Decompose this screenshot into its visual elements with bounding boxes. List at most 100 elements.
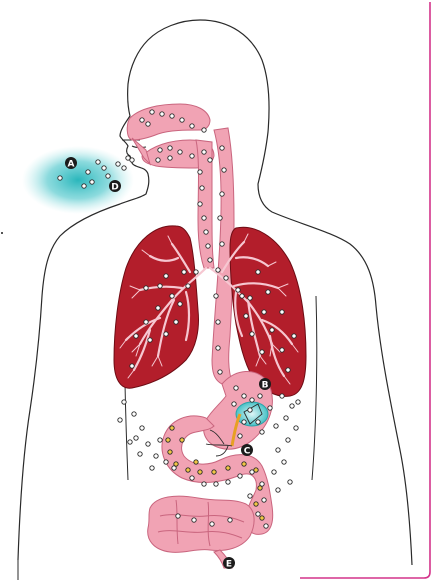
- particle: [226, 480, 230, 484]
- particle: [178, 150, 182, 154]
- particle: [156, 158, 160, 162]
- body-outline: [18, 20, 412, 580]
- particle: [168, 146, 172, 150]
- particle: [130, 364, 134, 368]
- particle: [270, 328, 274, 332]
- particle: [198, 170, 202, 174]
- particle: [106, 174, 110, 178]
- particle: [170, 114, 174, 118]
- particle: [216, 320, 220, 324]
- particle: [186, 284, 190, 288]
- particle: [218, 370, 222, 374]
- particle: [254, 468, 258, 472]
- particle: [186, 468, 190, 472]
- particle: [210, 522, 214, 526]
- particle: [294, 426, 298, 430]
- particle: [198, 202, 202, 206]
- particle: [208, 258, 212, 262]
- particle: [192, 518, 196, 522]
- particle: [264, 524, 268, 528]
- particle: [222, 168, 226, 172]
- particle: [236, 288, 240, 292]
- particle: [244, 314, 248, 318]
- particle: [216, 268, 220, 272]
- particle: [254, 502, 258, 506]
- particle: [256, 270, 260, 274]
- particle: [262, 310, 266, 314]
- particle: [260, 430, 264, 434]
- marker-c: C: [241, 444, 253, 456]
- particle: [220, 242, 224, 246]
- right-lung: [230, 227, 306, 396]
- particle: [190, 476, 194, 480]
- particle: [134, 334, 138, 338]
- particle: [164, 460, 168, 464]
- particle: [220, 192, 224, 196]
- particle: [164, 332, 168, 336]
- particle: [284, 416, 288, 420]
- particle: [138, 452, 142, 456]
- particle: [242, 420, 246, 424]
- particle: [256, 420, 260, 424]
- particle: [176, 514, 180, 518]
- svg-text:E: E: [226, 559, 232, 569]
- particle: [248, 494, 252, 498]
- particle: [242, 462, 246, 466]
- particle: [102, 166, 106, 170]
- particle: [148, 338, 152, 342]
- particle: [190, 154, 194, 158]
- particle: [178, 302, 182, 306]
- particle: [228, 518, 232, 522]
- particle: [160, 112, 164, 116]
- svg-text:A: A: [68, 159, 75, 169]
- particle: [280, 394, 284, 398]
- particle: [206, 244, 210, 248]
- particle: [150, 110, 154, 114]
- particle: [194, 460, 198, 464]
- particle: [134, 436, 138, 440]
- particle: [158, 148, 162, 152]
- particle: [156, 306, 160, 310]
- particle: [132, 412, 136, 416]
- particle: [212, 470, 216, 474]
- particle: [204, 230, 208, 234]
- particle: [272, 470, 276, 474]
- particle: [234, 386, 238, 390]
- particle: [258, 486, 262, 490]
- particle: [154, 454, 158, 458]
- particle: [128, 440, 132, 444]
- particle: [296, 400, 300, 404]
- particle: [274, 424, 278, 428]
- particle: [180, 118, 184, 122]
- stray-mark: [1, 232, 3, 234]
- particle: [122, 166, 126, 170]
- particle: [262, 498, 266, 502]
- svg-text:C: C: [244, 446, 251, 456]
- particle: [220, 146, 224, 150]
- particle: [180, 438, 184, 442]
- particle: [250, 398, 254, 402]
- particle: [202, 128, 206, 132]
- particle: [168, 450, 172, 454]
- particle: [218, 216, 222, 220]
- particle: [268, 406, 272, 410]
- particle: [168, 156, 172, 160]
- particle: [224, 276, 228, 280]
- particle: [248, 408, 252, 412]
- particle: [214, 482, 218, 486]
- particle: [226, 466, 230, 470]
- particle: [158, 438, 162, 442]
- particle: [82, 184, 86, 188]
- particle: [150, 466, 154, 470]
- particle: [276, 488, 280, 492]
- particle: [86, 170, 90, 174]
- particle: [144, 320, 148, 324]
- particle: [116, 162, 120, 166]
- particle: [140, 426, 144, 430]
- particle: [242, 394, 246, 398]
- page-border: [300, 2, 430, 578]
- particle: [214, 294, 218, 298]
- particle: [182, 270, 186, 274]
- particle: [260, 516, 264, 520]
- particle: [170, 294, 174, 298]
